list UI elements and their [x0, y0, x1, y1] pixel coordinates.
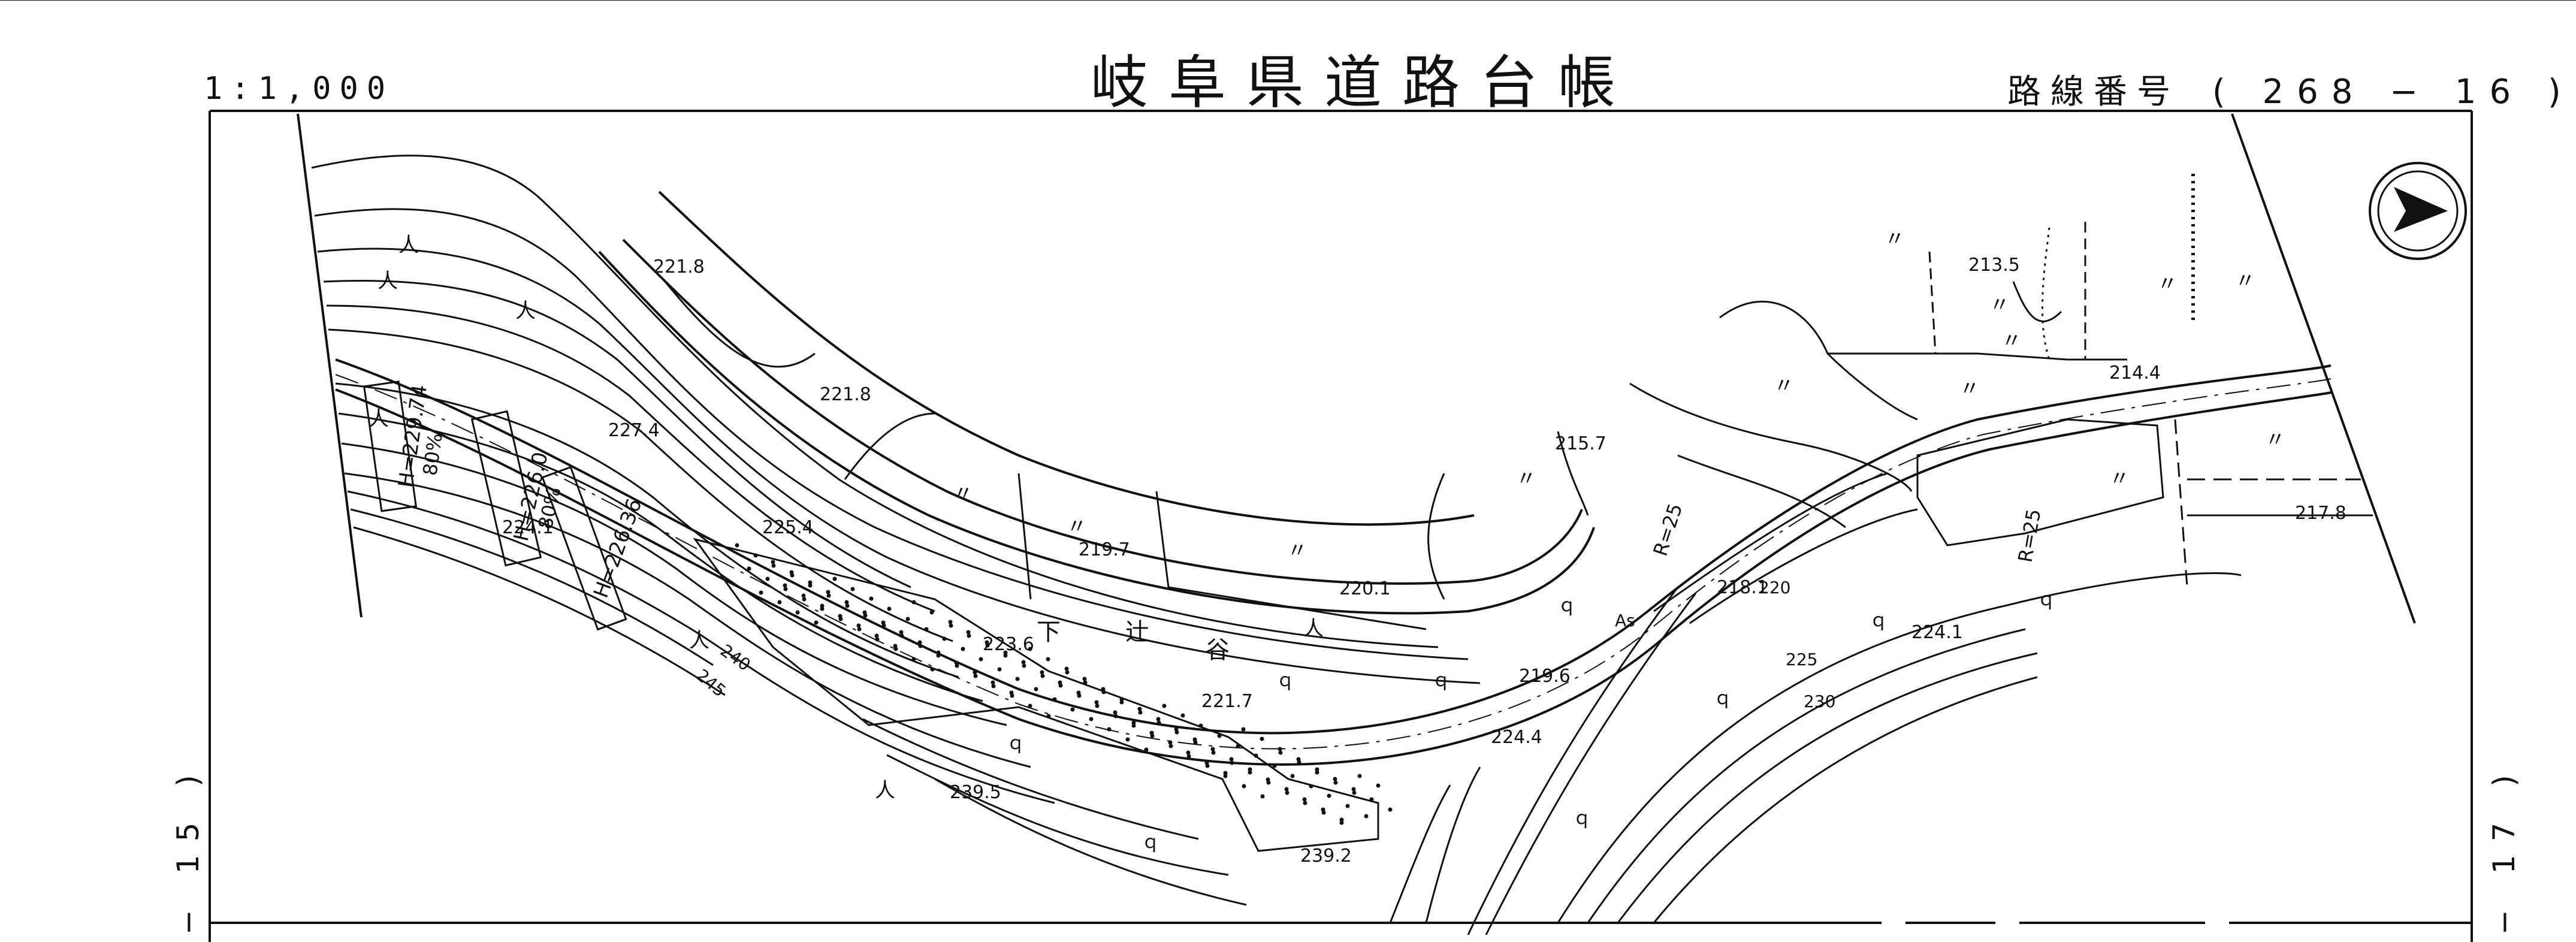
valley-banks	[598, 191, 1595, 615]
side-road-southeast	[1467, 472, 1918, 935]
spot-height: 224.4	[1491, 727, 1542, 748]
spot-height: 223.6	[983, 634, 1034, 655]
spot-height: 221.7	[1201, 691, 1253, 712]
spot-height: 224.1	[1911, 622, 1963, 643]
spot-height: 220.1	[1339, 578, 1391, 599]
sheet-boundaries	[297, 113, 2416, 624]
route-number-label: 路線番号	[2007, 73, 2180, 111]
orchard-symbol: ｑ	[2037, 589, 2055, 610]
spot-height: 218.1	[1717, 577, 1768, 598]
place-name-char: 谷	[1206, 636, 1230, 664]
contour-label: 225	[1786, 650, 1817, 669]
spot-height: 227.4	[608, 420, 660, 441]
forest-symbol: 人	[875, 778, 895, 802]
orchard-symbol: ｑ	[1870, 610, 1888, 631]
retaining-walls	[363, 381, 627, 631]
curve-radius-label: R=25	[2013, 507, 2045, 564]
curve-radius-label: R=25	[1648, 500, 1687, 558]
spot-height: 219.6	[1519, 666, 1571, 687]
contour-label: 240	[717, 641, 754, 675]
field-boundaries-east	[1629, 174, 2373, 588]
contour-lines-west	[311, 155, 1481, 906]
orchard-symbol: ｑ	[1714, 688, 1732, 709]
forest-symbol: 人	[398, 233, 419, 257]
field-symbol: 〃	[2157, 272, 2178, 296]
gullies	[664, 281, 2062, 630]
sheet-title: 岐阜県道路台帳	[1091, 49, 1636, 116]
spot-height: 219.7	[1079, 539, 1130, 560]
spot-height: 215.7	[1555, 433, 1606, 454]
field-symbol: 〃	[2109, 467, 2130, 491]
field-symbol: 〃	[1774, 374, 1794, 398]
route-number-value: ( 268 − 16 )	[2212, 73, 2574, 111]
contour-label: 230	[1804, 692, 1835, 711]
forest-symbol: 人	[369, 407, 389, 431]
spot-height: 214.4	[2109, 363, 2161, 384]
orchard-symbol: ｑ	[1276, 670, 1294, 691]
spot-height: 239.5	[950, 782, 1001, 803]
orchard-symbol: ｑ	[1558, 595, 1576, 616]
field-symbol: 〃	[1516, 467, 1536, 491]
spot-height: 217.8	[2295, 503, 2347, 524]
forest-symbol: 人	[378, 269, 398, 293]
field-symbol: 〃	[1885, 227, 1905, 251]
orchard-symbol: ｑ	[1007, 733, 1025, 754]
field-symbol: 〃	[953, 482, 973, 506]
field-symbol: 〃	[1989, 293, 2010, 317]
north-arrow-icon	[2369, 162, 2467, 260]
spot-height: 239.2	[1300, 846, 1352, 866]
field-symbol: 〃	[1287, 539, 1307, 563]
orchard-symbol: ｑ	[1141, 832, 1159, 853]
field-symbol: 〃	[2265, 428, 2285, 452]
forest-symbol: 人	[689, 629, 709, 653]
spot-height: 224.1	[502, 517, 554, 538]
field-symbol: 〃	[1959, 377, 1980, 401]
map-scale: 1:1,000	[204, 71, 394, 107]
field-symbol: 〃	[2235, 269, 2255, 293]
surface-label: As	[1615, 611, 1635, 630]
map-text-layer: 221.8 221.8 227.4 225.4 224.1 219.7 223.6 221.7…	[369, 227, 2347, 866]
field-symbol: 〃	[2001, 329, 2022, 353]
place-name-char: 辻	[1125, 618, 1149, 646]
place-name-char: 下	[1037, 618, 1061, 646]
spot-height: 225.4	[762, 517, 814, 538]
contour-label: 220	[1759, 578, 1790, 597]
route-number: 路線番号 ( 268 − 16 )	[2007, 65, 2574, 113]
orchard-symbol: ｑ	[1573, 808, 1591, 829]
orchard-symbol: ｑ	[1432, 670, 1450, 691]
contour-label: 245	[693, 665, 730, 701]
wall-height-label: H=226.36	[589, 496, 647, 601]
spot-height: 221.8	[820, 384, 871, 405]
forest-symbol: 人	[515, 299, 536, 323]
spot-height: 221.8	[653, 256, 705, 277]
field-symbol: 〃	[1067, 515, 1087, 539]
contour-lines-southeast	[1389, 572, 2242, 923]
spot-height: 213.5	[1968, 255, 2020, 276]
forest-symbol: 人	[1303, 617, 1324, 641]
dotted-cut-slope	[693, 538, 1393, 852]
